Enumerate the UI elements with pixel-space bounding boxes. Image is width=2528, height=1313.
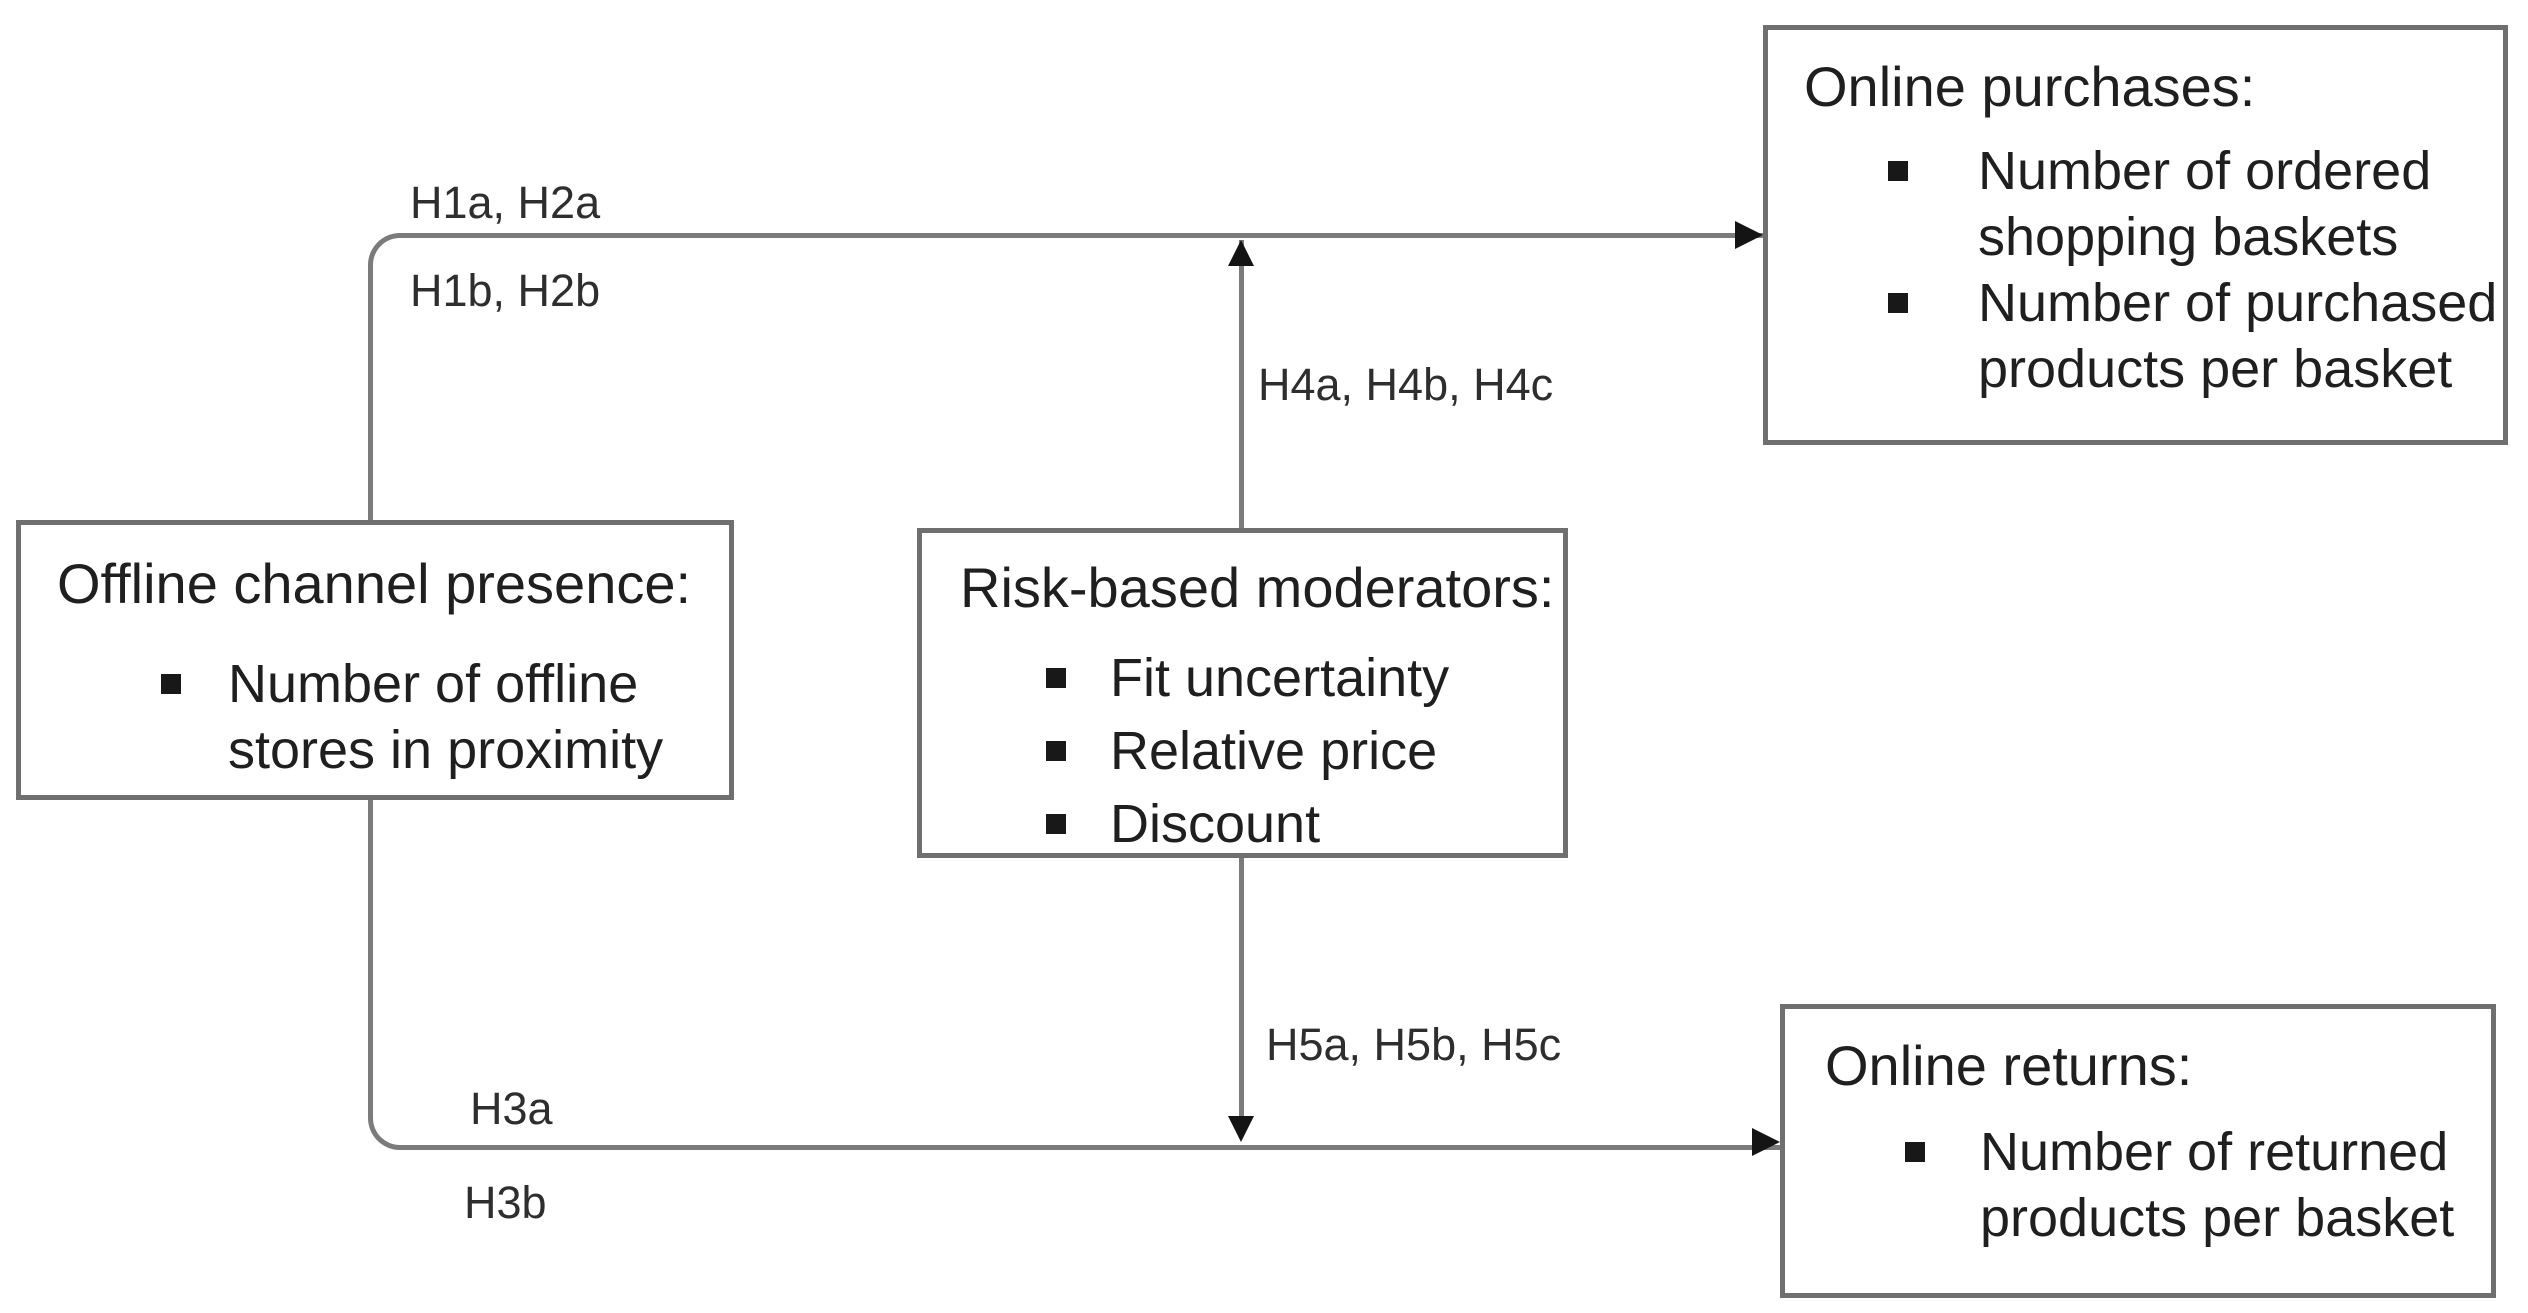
bullet-square-icon — [1905, 1142, 1925, 1162]
offline-channel-presence-box: Offline channel presence: Number of offl… — [16, 520, 734, 800]
online-purchases-box: Online purchases: Number of ordered shop… — [1763, 25, 2508, 445]
list-item-text: Number of purchased products per basket — [1978, 273, 2498, 399]
list-item: Fit uncertainty — [1046, 645, 1563, 711]
edge-moderators-to-returns-path — [1239, 858, 1244, 1120]
list-item: Number of ordered shopping baskets — [1888, 138, 2503, 270]
bullet-square-icon — [1046, 668, 1066, 688]
list-item: Number of purchased products per basket — [1888, 270, 2503, 402]
list-item: Discount — [1046, 791, 1563, 857]
hypothesis-label-h5: H5a, H5b, H5c — [1266, 1019, 1562, 1070]
edge-offline-to-returns — [368, 796, 1785, 1150]
list-item-text: Discount — [1110, 794, 1321, 854]
risk-based-moderators-box: Risk-based moderators: Fit uncertainty R… — [917, 528, 1568, 858]
bullet-square-icon — [1888, 161, 1908, 181]
list-item-text: Number of ordered shopping baskets — [1978, 141, 2432, 267]
bullet-list: Number of returned products per basket — [1905, 1119, 2491, 1251]
edge-offline-to-purchases — [368, 233, 1768, 530]
arrowhead-right-icon — [1752, 1128, 1780, 1156]
bullet-square-icon — [1046, 814, 1066, 834]
bullet-square-icon — [1046, 741, 1066, 761]
hypothesis-label-h3a: H3a — [470, 1083, 553, 1134]
list-item-text: Number of offline stores in proximity — [228, 654, 664, 780]
box-title: Online purchases: — [1804, 55, 2256, 118]
bullet-list: Number of ordered shopping baskets Numbe… — [1888, 138, 2503, 402]
box-title: Risk-based moderators: — [960, 556, 1555, 619]
list-item-text: Number of returned products per basket — [1980, 1122, 2455, 1248]
arrowhead-up-icon — [1228, 240, 1254, 266]
list-item-text: Fit uncertainty — [1110, 648, 1450, 708]
online-returns-box: Online returns: Number of returned produ… — [1780, 1004, 2496, 1298]
bullet-list: Fit uncertainty Relative price Discount — [1046, 645, 1563, 857]
edge-moderators-to-purchases-path — [1239, 240, 1244, 530]
box-title: Online returns: — [1825, 1034, 2193, 1097]
list-item: Number of offline stores in proximity — [161, 651, 729, 783]
hypothesis-label-h3b: H3b — [464, 1177, 547, 1228]
list-item: Relative price — [1046, 718, 1563, 784]
arrowhead-down-icon — [1228, 1116, 1254, 1142]
hypothesis-label-h4: H4a, H4b, H4c — [1258, 359, 1554, 410]
arrowhead-right-icon — [1735, 221, 1763, 249]
bullet-list: Number of offline stores in proximity — [161, 651, 729, 783]
list-item-text: Relative price — [1110, 721, 1438, 781]
box-title: Offline channel presence: — [57, 552, 692, 615]
hypothesis-label-h1b-h2b: H1b, H2b — [410, 265, 601, 316]
bullet-square-icon — [1888, 293, 1908, 313]
hypothesis-label-h1a-h2a: H1a, H2a — [410, 177, 601, 228]
bullet-square-icon — [161, 674, 181, 694]
list-item: Number of returned products per basket — [1905, 1119, 2491, 1251]
